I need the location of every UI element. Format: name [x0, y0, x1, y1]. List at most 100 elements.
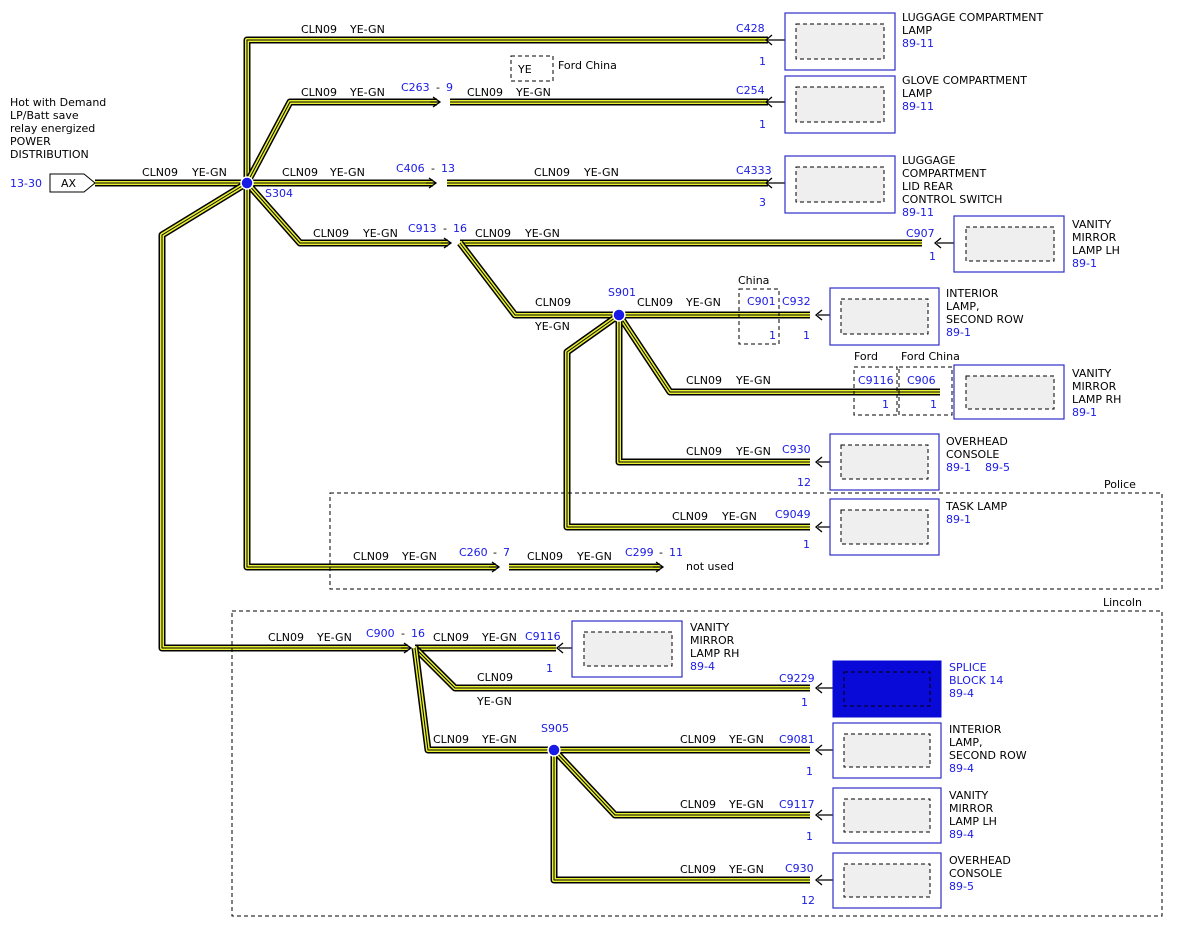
circuit-label: CLN09: [477, 671, 513, 684]
component-name: COMPARTMENT: [902, 167, 987, 180]
pin-number: 1: [803, 329, 810, 342]
connector-id: C9117: [779, 798, 815, 811]
component-name: CONSOLE: [946, 448, 999, 461]
color-label: YE-GN: [401, 550, 437, 563]
page-ref: 89-4: [949, 828, 974, 841]
page-ref: 89-1: [1072, 406, 1097, 419]
connector-arrow: [814, 309, 830, 321]
source-page-ref: 13-30: [10, 177, 42, 190]
circuit-label: CLN09: [282, 166, 318, 179]
splice-s901: [612, 308, 626, 322]
component-name: TASK LAMP: [945, 500, 1007, 513]
connector-arrow: [814, 874, 833, 886]
component-glove-compartment-lamp: C254 1 GLOVE COMPARTMENT LAMP 89-11: [736, 74, 1027, 134]
component-name: SPLICE: [949, 661, 987, 674]
pin-number-c901: 1: [769, 329, 776, 342]
pin-number: 1: [803, 538, 810, 551]
splice-s905: [547, 743, 561, 757]
component-name: MIRROR: [1072, 380, 1117, 393]
source-line-5: DISTRIBUTION: [10, 148, 89, 161]
connector-id-c901: C901: [747, 295, 776, 308]
component-name: VANITY: [1072, 218, 1112, 231]
component-name: LAMP RH: [1072, 393, 1121, 406]
connector-id: C907: [906, 227, 935, 240]
c299-mark: [653, 561, 665, 573]
connector-arrow: [764, 34, 785, 46]
power-distribution-source: Hot with Demand LP/Batt save relay energ…: [10, 96, 106, 193]
device-inner: [843, 733, 931, 768]
page-ref: 89-1: [946, 513, 971, 526]
inline-connector-marks: [401, 96, 665, 654]
splice-s905-label: S905: [541, 722, 569, 735]
c260-dash: -: [493, 546, 497, 559]
c263-mark: [430, 96, 442, 108]
color-label: YE-GN: [481, 631, 517, 644]
page-ref: 89-1: [946, 326, 971, 339]
device-inner: [795, 166, 885, 203]
ax-connector-label: AX: [61, 177, 77, 190]
china-variant-box: [738, 288, 780, 345]
page-ref: 89-4: [949, 762, 974, 775]
page-ref: 89-11: [902, 100, 934, 113]
circuit-label: CLN09: [680, 733, 716, 746]
connector-arrow: [764, 177, 785, 189]
color-label: YE-GN: [735, 374, 771, 387]
connector-id: C428: [736, 22, 765, 35]
component-name: OVERHEAD: [946, 435, 1008, 448]
connector-arrow: [814, 744, 833, 756]
page-ref: 89-1: [1072, 257, 1097, 270]
circuit-label: CLN09: [142, 166, 178, 179]
ford-label: Ford: [854, 350, 878, 363]
wire-labels: CLN09 YE-GN CLN09 YE-GN CLN09 YE-GN CLN0…: [142, 23, 771, 876]
connector-arrow: [814, 456, 830, 468]
connector-id: C9229: [779, 672, 815, 685]
component-name: CONSOLE: [949, 867, 1002, 880]
pin-number: 1: [882, 398, 889, 411]
ford-china-label: Ford China: [558, 59, 617, 72]
ye-variant-label: YE: [517, 63, 532, 76]
color-label: YE-GN: [476, 695, 512, 708]
wire-s304-c428: [243, 36, 768, 183]
component-name: LAMP,: [946, 300, 980, 313]
pin-number: 3: [759, 196, 766, 209]
device-inner: [843, 671, 931, 707]
wire-s901-c9049: [563, 312, 810, 531]
ax-connector-tag: [49, 173, 96, 193]
c406-label: C406: [396, 162, 425, 175]
connector-arrow: [764, 96, 785, 108]
c900-mark: [401, 642, 413, 654]
device-inner: [965, 226, 1055, 262]
component-name: INTERIOR: [946, 287, 999, 300]
component-name: SECOND ROW: [949, 749, 1027, 762]
color-label: YE-GN: [362, 227, 398, 240]
device-inner: [795, 23, 885, 60]
circuit-label: CLN09: [535, 296, 571, 309]
component-name: LAMP: [902, 24, 932, 37]
pin-number: 1: [546, 662, 553, 675]
connector-id: C930: [785, 862, 814, 875]
c406-mark: [426, 177, 438, 189]
device-inner: [840, 509, 929, 545]
component-name: OVERHEAD: [949, 854, 1011, 867]
wire-s905-c930-lincoln: [550, 750, 810, 884]
pin-number-c906: 1: [930, 398, 937, 411]
color-label: YE-GN: [728, 798, 764, 811]
color-label: YE-GN: [515, 86, 551, 99]
connector-id: C9116: [858, 374, 894, 387]
ye-variant-box: [510, 55, 554, 82]
circuit-label: CLN09: [680, 863, 716, 876]
page-ref: 89-1: [946, 461, 971, 474]
color-label: YE-GN: [728, 863, 764, 876]
wire-s304-c900: [158, 180, 408, 652]
c406-pin: 13: [441, 162, 455, 175]
component-name: MIRROR: [1072, 231, 1117, 244]
c913-label: C913: [408, 222, 437, 235]
component-name: LUGGAGE: [902, 154, 956, 167]
color-label: YE-GN: [576, 550, 612, 563]
lincoln-label: Lincoln: [1103, 596, 1142, 609]
device-inner: [840, 298, 929, 335]
component-name: BLOCK 14: [949, 674, 1003, 687]
c299-label: C299: [625, 546, 654, 559]
circuit-label: CLN09: [672, 510, 708, 523]
